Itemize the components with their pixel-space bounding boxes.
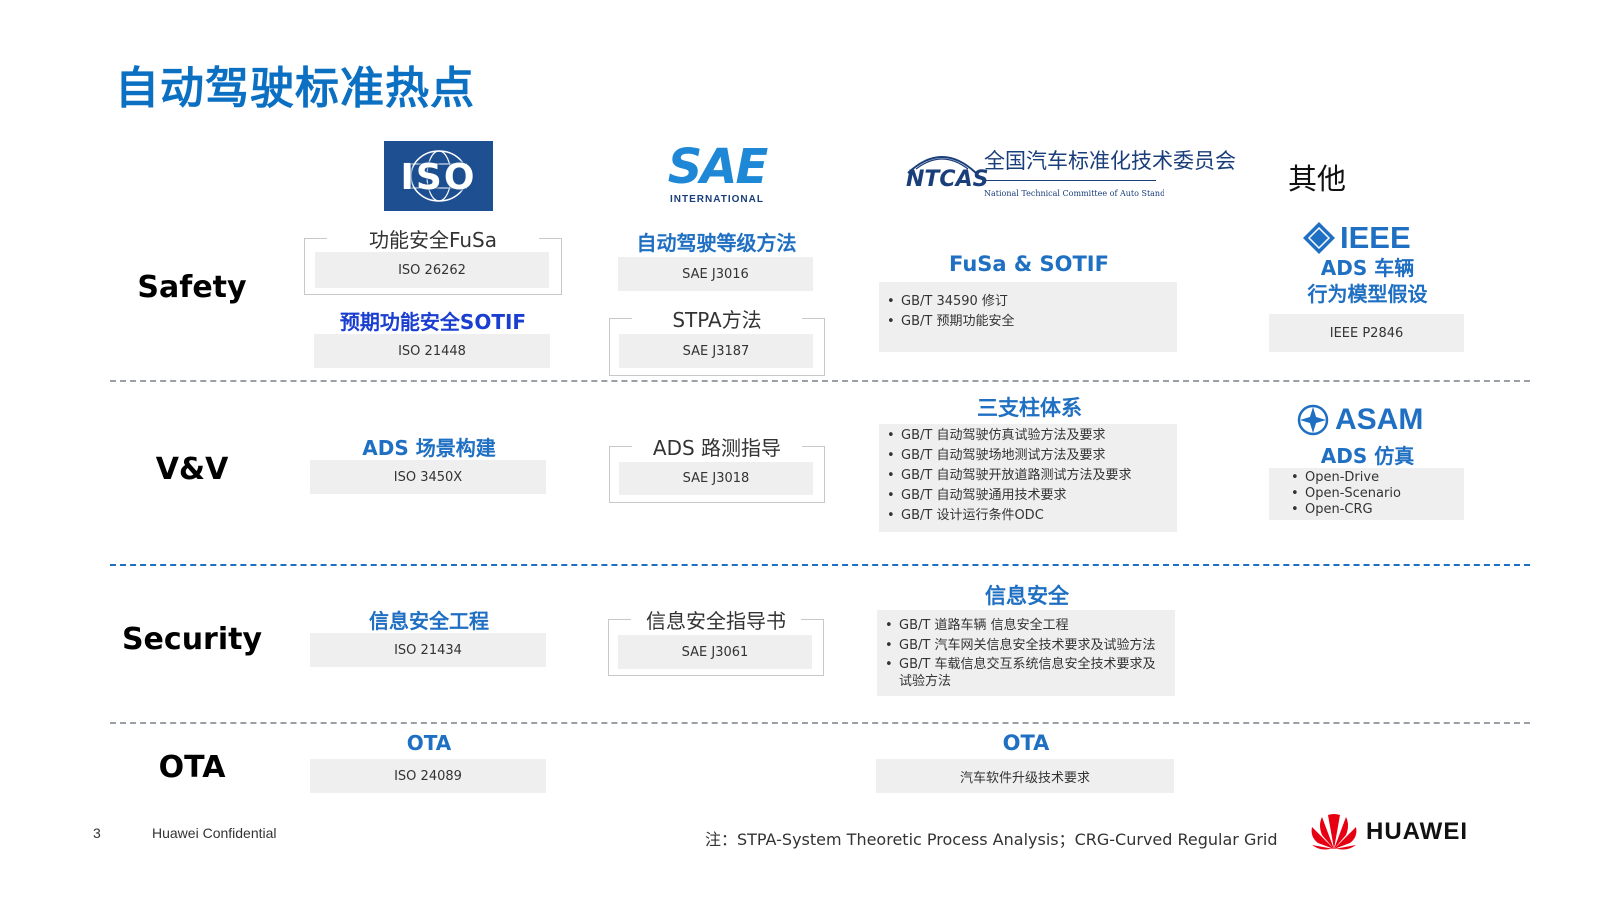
asam-logo: ASAM	[1297, 402, 1437, 438]
iso-scenario-std: ISO 3450X	[310, 460, 546, 494]
asam-logo-text: ASAM	[1335, 403, 1424, 436]
ntcas-pillar-list: GB/T 自动驾驶仿真试验方法及要求 GB/T 自动驾驶场地测试方法及要求 GB…	[879, 424, 1177, 532]
globe-icon	[409, 150, 468, 202]
ntcas-fusa-title: FuSa & SOTIF	[941, 252, 1117, 276]
ntcas-emblem-icon	[907, 156, 977, 174]
confidential-label: Huawei Confidential	[152, 825, 277, 841]
row-divider	[110, 722, 1530, 724]
iso-sotif-card: 预期功能安全SOTIF ISO 21448	[304, 310, 562, 376]
footnote: 注：STPA-System Theoretic Process Analysis…	[705, 830, 1278, 849]
sae-levels-title: 自动驾驶等级方法	[628, 231, 805, 255]
sae-logo: SAE INTERNATIONAL	[662, 140, 772, 212]
sae-road-std: SAE J3018	[619, 462, 813, 495]
list-item: Open-CRG	[1291, 502, 1464, 518]
page-title: 自动驾驶标准热点	[115, 63, 475, 114]
huawei-flower-icon	[1311, 814, 1357, 850]
list-item: GB/T 车载信息交互系统信息安全技术要求及试验方法	[885, 656, 1167, 690]
iso-fusa-title: 功能安全FuSa	[360, 228, 506, 252]
huawei-logo: HUAWEI	[1310, 812, 1480, 852]
ieee-diamond-icon	[1303, 222, 1335, 254]
ieee-title-line2: 行为模型假设	[1299, 282, 1436, 306]
iso-sotif-std: ISO 21448	[314, 334, 550, 368]
sae-cyber-card: 信息安全指导书 SAE J3061	[608, 609, 824, 676]
ntcas-divider	[984, 180, 1156, 181]
ieee-logo-text: IEEE	[1340, 220, 1411, 255]
huawei-wordmark: HUAWEI	[1366, 818, 1468, 845]
asam-emblem-icon	[1297, 404, 1329, 436]
iso-logo-text: ISO	[400, 157, 477, 198]
iso-cyber-std: ISO 21434	[310, 633, 546, 667]
iso-ota-std: ISO 24089	[310, 759, 546, 793]
sae-stpa-card: STPA方法 SAE J3187	[609, 308, 825, 376]
ntcas-cyber-title: 信息安全	[977, 584, 1077, 608]
ntcas-ota-std: 汽车软件升级技术要求	[876, 759, 1174, 793]
ntcas-logo: NTCAS 全国汽车标准化技术委员会 National Technical Co…	[902, 145, 1236, 207]
ieee-title-line1: ADS 车辆	[1312, 256, 1423, 280]
sae-cyber-std: SAE J3061	[618, 635, 812, 669]
sae-road-title: ADS 路测指导	[644, 436, 790, 460]
ntcas-fusa-list: GB/T 34590 修订 GB/T 预期功能安全	[879, 282, 1177, 352]
ntcas-ota-title: OTA	[994, 731, 1058, 755]
row-label-ota: OTA	[158, 750, 226, 785]
list-item: GB/T 预期功能安全	[887, 312, 1177, 332]
list-item: GB/T 道路车辆 信息安全工程	[885, 616, 1167, 636]
ntcas-english-name: National Technical Committee of Auto Sta…	[984, 189, 1164, 198]
iso-cyber-card: 信息安全工程 ISO 21434	[300, 609, 558, 675]
sae-logo-subtext: INTERNATIONAL	[670, 194, 764, 205]
ntcas-pillar-card: 三支柱体系 GB/T 自动驾驶仿真试验方法及要求 GB/T 自动驾驶场地测试方法…	[870, 396, 1189, 542]
iso-sotif-title: 预期功能安全SOTIF	[331, 310, 535, 334]
iso-ota-card: OTA ISO 24089	[300, 731, 558, 801]
ntcas-chinese-name: 全国汽车标准化技术委员会	[984, 149, 1236, 173]
row-label-vv: V&V	[155, 452, 229, 487]
list-item: Open-Drive	[1291, 470, 1464, 486]
ntcas-cyber-list: GB/T 道路车辆 信息安全工程 GB/T 汽车网关信息安全技术要求及试验方法 …	[877, 610, 1175, 696]
sae-cyber-title: 信息安全指导书	[638, 609, 794, 633]
row-label-security: Security	[121, 622, 263, 657]
other-heading: 其他	[1288, 162, 1347, 196]
page-number: 3	[93, 825, 101, 841]
iso-fusa-card: 功能安全FuSa ISO 26262	[304, 228, 562, 295]
ntcas-mark-text: NTCAS	[906, 167, 989, 192]
sae-levels-std: SAE J3016	[618, 257, 813, 291]
ieee-logo: IEEE	[1302, 220, 1432, 256]
sae-stpa-std: SAE J3187	[619, 334, 813, 368]
iso-cyber-title: 信息安全工程	[361, 609, 497, 633]
list-item: GB/T 自动驾驶仿真试验方法及要求	[887, 426, 1177, 446]
sae-stpa-title: STPA方法	[664, 308, 770, 332]
iso-logo: ISO	[384, 141, 493, 211]
row-divider	[110, 380, 1530, 382]
iso-scenario-card: ADS 场景构建 ISO 3450X	[300, 436, 558, 502]
ntcas-pillar-title: 三支柱体系	[969, 396, 1090, 420]
asam-title: ADS 仿真	[1312, 444, 1423, 468]
iso-ota-title: OTA	[398, 731, 460, 755]
list-item: GB/T 34590 修订	[887, 292, 1177, 312]
ieee-std: IEEE P2846	[1269, 314, 1464, 352]
iso-scenario-title: ADS 场景构建	[354, 436, 504, 460]
sae-levels-card: 自动驾驶等级方法 SAE J3016	[608, 231, 825, 297]
list-item: GB/T 自动驾驶场地测试方法及要求	[887, 446, 1177, 466]
row-divider	[110, 564, 1530, 566]
list-item: Open-Scenario	[1291, 486, 1464, 502]
list-item: GB/T 汽车网关信息安全技术要求及试验方法	[885, 636, 1167, 656]
ntcas-cyber-card: 信息安全 GB/T 道路车辆 信息安全工程 GB/T 汽车网关信息安全技术要求及…	[867, 584, 1187, 708]
ieee-card: ADS 车辆 行为模型假设 IEEE P2846	[1259, 256, 1476, 362]
ntcas-fusa-card: FuSa & SOTIF GB/T 34590 修订 GB/T 预期功能安全	[869, 252, 1189, 366]
asam-card: ADS 仿真 Open-Drive Open-Scenario Open-CRG	[1259, 444, 1476, 534]
ntcas-ota-card: OTA 汽车软件升级技术要求	[866, 731, 1186, 801]
sae-logo-text: SAE	[667, 139, 769, 195]
sae-road-card: ADS 路测指导 SAE J3018	[609, 436, 825, 503]
row-label-safety: Safety	[137, 270, 247, 305]
list-item: GB/T 设计运行条件ODC	[887, 506, 1177, 526]
asam-list: Open-Drive Open-Scenario Open-CRG	[1269, 468, 1464, 520]
iso-fusa-std: ISO 26262	[315, 252, 549, 288]
list-item: GB/T 自动驾驶通用技术要求	[887, 486, 1177, 506]
list-item: GB/T 自动驾驶开放道路测试方法及要求	[887, 466, 1177, 486]
